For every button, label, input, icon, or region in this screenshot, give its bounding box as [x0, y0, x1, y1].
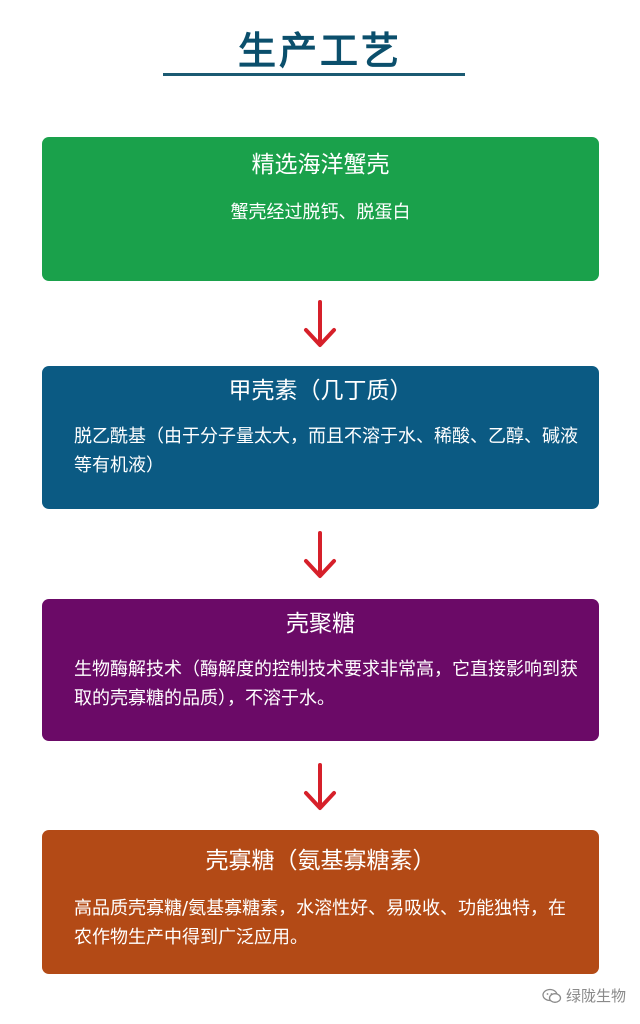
- down-arrow-icon: [304, 300, 336, 347]
- step-card-1: 精选海洋蟹壳 蟹壳经过脱钙、脱蛋白: [42, 137, 599, 281]
- step-card-2: 甲壳素（几丁质） 脱乙酰基（由于分子量太大，而且不溶于水、稀酸、乙醇、碱液等有机…: [42, 366, 599, 509]
- step-title-3: 壳聚糖: [286, 611, 355, 637]
- step-title-2: 甲壳素（几丁质）: [228, 378, 413, 404]
- down-arrow-icon: [304, 763, 336, 810]
- watermark-text: 绿陇生物: [565, 987, 626, 1005]
- step-card-4: 壳寡糖（氨基寡糖素） 高品质壳寡糖/氨基寡糖素，水溶性好、易吸收、功能独特，在农…: [42, 830, 599, 974]
- step-description-1: 蟹壳经过脱钙、脱蛋白: [230, 202, 411, 223]
- page-title: 生产工艺: [237, 29, 402, 73]
- step-card-3: 壳聚糖 生物酶解技术（酶解度的控制技术要求非常高，它直接影响到获取的壳寡糖的品质…: [42, 599, 599, 741]
- step-description-4: 高品质壳寡糖/氨基寡糖素，水溶性好、易吸收、功能独特，在农作物生产中得到广泛应用…: [74, 898, 567, 948]
- step-title-4: 壳寡糖（氨基寡糖素）: [205, 848, 436, 874]
- step-title-1: 精选海洋蟹壳: [251, 152, 390, 178]
- step-description-2: 脱乙酰基（由于分子量太大，而且不溶于水、稀酸、乙醇、碱液等有机液）: [74, 426, 578, 476]
- wechat-icon: [542, 988, 562, 1003]
- step-description-3: 生物酶解技术（酶解度的控制技术要求非常高，它直接影响到获取的壳寡糖的品质），不溶…: [74, 659, 578, 709]
- watermark: 绿陇生物: [542, 985, 626, 1006]
- title-underline: [163, 73, 465, 76]
- down-arrow-icon: [304, 531, 336, 578]
